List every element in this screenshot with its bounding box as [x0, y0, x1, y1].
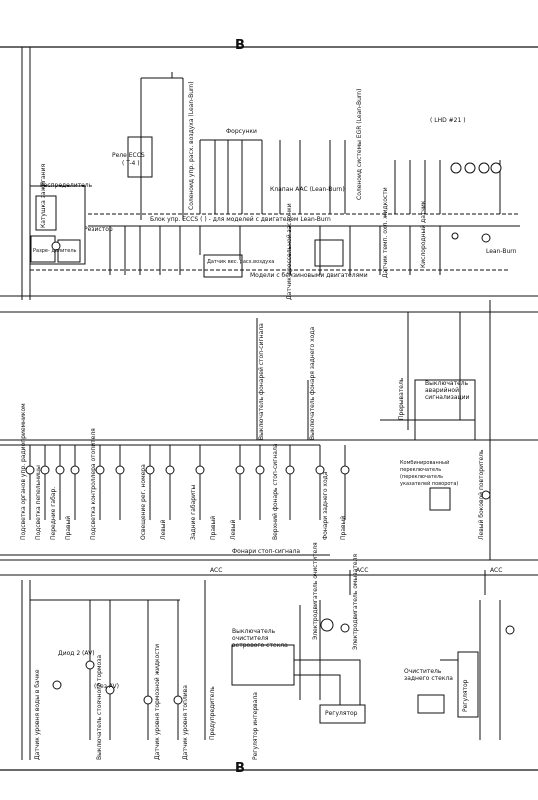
lhd-note: ( LHD #21 ): [430, 117, 466, 124]
ecss-relay-label: Реле ECCS: [112, 152, 145, 159]
injectors-label: Форсунки: [226, 128, 257, 135]
rear-regulator-label: Регулятор: [462, 679, 469, 712]
ignition-coil-label: Катушка зажигания: [40, 163, 47, 228]
stop-switch-label: Выключатель фонарей стоп-сигнала: [258, 323, 265, 440]
regulator-label: Регулятор: [325, 710, 358, 717]
diode-label: Диод 2 (AV): [58, 650, 95, 657]
washer-motor-label: Электродвигатель омывателя: [352, 554, 359, 650]
without-av-label: (без AV): [94, 683, 119, 690]
stop-lamps-label: Фонари стоп-сигнала: [232, 548, 301, 555]
parking-brake-switch-label: Выключатель стоячного тормоза: [96, 654, 103, 760]
lamp-right-1: Правый: [65, 515, 72, 540]
top-section-marker: B: [235, 38, 245, 53]
fuse-acc-2: ACC: [356, 567, 369, 574]
top-circles: [51, 162, 502, 251]
fuse-acc-1: ACC: [210, 567, 223, 574]
lamp-front-parking: Передние габар.: [50, 486, 57, 540]
gasoline-models-note: Модели с бензиновыми двигателями: [250, 272, 368, 279]
oxygen-sensor-label: Кислородный датчик: [420, 200, 427, 268]
cylinder-sensor-label: Разре- делитель: [33, 248, 77, 254]
wiper-switch-label: Выключатель очистителя ветрового стекла: [232, 628, 288, 649]
wiper-motor-label: Электродвигатель очистителя: [312, 542, 319, 640]
bottom-symbols: [52, 618, 515, 705]
hazard-switch-label: Выключатель аварийной сигнализации: [425, 380, 470, 401]
coolant-sensor-label: Датчик темп. охл. жидкости: [382, 187, 389, 278]
lamp-radio-light: Подсветка органов упр. радиоприемником: [20, 403, 27, 540]
egr-solenoid-label: Соленоид системы EGR (Lean-Burn): [356, 88, 363, 200]
lamp-symbols: [25, 465, 491, 500]
fuse-acc-3: ACC: [490, 567, 503, 574]
lamp-left-side-repeater: Левый боковой повторитель: [478, 449, 485, 540]
lamp-right-3: Правый: [340, 515, 347, 540]
ecss-relay-code: ( T-4 ): [122, 160, 140, 167]
middle-wires: [0, 295, 538, 576]
distributor-label: Распределитель: [40, 182, 93, 189]
air-solenoid-label: Соленоид упр. расх. воздуха (Lean-Burn): [188, 81, 195, 210]
water-level-sensor-label: Датчик уровня воды в бачке: [34, 669, 41, 760]
aac-valve-label: Клапан AAC (Lean-Burn): [270, 186, 345, 193]
breaker-label: Прерыватель: [398, 377, 405, 420]
rear-wiper-label: Очиститель заднего стекла: [404, 668, 453, 682]
control-unit-label: Блок упр. ECCS ( ) - для моделей с двига…: [150, 216, 331, 223]
lamp-heater-control: Подсветка контроллера отопителя: [90, 428, 97, 540]
fuel-level-sensor-label: Датчик уровня топлива: [182, 685, 189, 760]
lamp-ashtray-light: Подсветка пепельницы: [35, 465, 42, 540]
mass-air-sensor-label: Датчик вес. расх.воздуха: [207, 259, 275, 265]
lamp-license-plate: Освещение рег. номера: [140, 464, 147, 540]
reverse-switch-label: Выключатель фонаря заднего хода: [309, 326, 316, 440]
lamp-high-stop: Верхний фонарь стоп-сигнала: [272, 443, 279, 540]
interval-regulator-label: Регулятор интервала: [252, 692, 259, 760]
bottom-section-marker: B: [235, 761, 245, 776]
bottom-wires: [21, 570, 501, 760]
lamp-right-2: Правый: [210, 515, 217, 540]
lamp-reverse: Фонари заднего хода: [322, 471, 329, 540]
lamp-left-2: Левый: [230, 519, 237, 540]
throttle-sensor-label: Датчик дроссельной заслонки: [286, 203, 293, 300]
lamp-rear-parking: Задние габариты: [190, 484, 197, 540]
resistor-label: Резистор: [84, 226, 113, 233]
combi-switch-label: Комбинированный переключатель (переключа…: [400, 460, 459, 487]
brake-fluid-sensor-label: Датчик уровня тормозной жидкости: [154, 643, 161, 760]
warning-buzzer-label: Предупредитель: [209, 686, 216, 740]
lamp-left-1: Левый: [160, 519, 167, 540]
lean-burn-tag: Lean-Burn: [486, 248, 517, 255]
